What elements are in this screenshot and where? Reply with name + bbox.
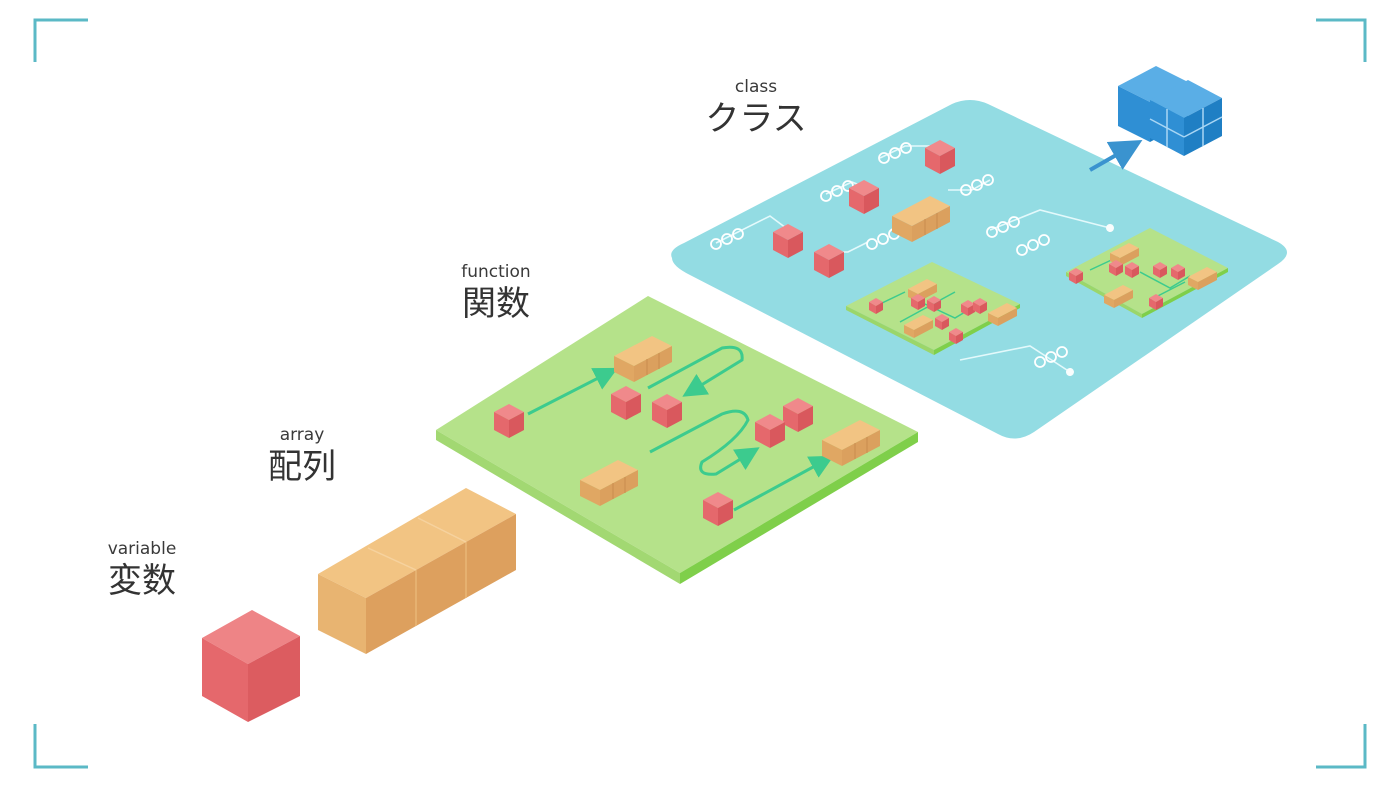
variable-cube (202, 610, 300, 722)
function-flow-arrow-3 (649, 409, 760, 476)
array-label: array 配列 (242, 424, 362, 488)
bracket-top-right (1316, 18, 1367, 62)
mini-function-board-2 (1066, 228, 1228, 318)
class-label: class クラス (696, 76, 816, 140)
function-label: function 関数 (436, 261, 556, 325)
class-label-ja: クラス (705, 99, 807, 139)
array-blocks (318, 488, 516, 654)
class-board (671, 100, 1287, 439)
variable-label-en: variable (107, 539, 177, 559)
function-flow-arrow-1 (527, 367, 619, 416)
bracket-top-left (33, 18, 88, 62)
array-label-en: array (279, 425, 325, 445)
class-label-en: class (734, 77, 778, 97)
mini-function-board-1 (846, 262, 1020, 355)
variable-label: variable 変数 (82, 538, 202, 602)
function-flow-arrow-4 (733, 455, 834, 512)
instance-arrow (1089, 140, 1143, 172)
function-label-en: function (461, 262, 531, 282)
function-board (436, 296, 918, 584)
function-flow-arrow-2 (647, 345, 744, 397)
corner-brackets (33, 18, 1367, 769)
class-instance-cubes (1118, 66, 1223, 156)
function-label-ja: 関数 (462, 284, 530, 324)
bracket-bottom-right (1316, 724, 1367, 769)
array-label-ja: 配列 (268, 447, 336, 487)
bracket-bottom-left (33, 724, 88, 769)
variable-label-ja: 変数 (108, 561, 176, 601)
